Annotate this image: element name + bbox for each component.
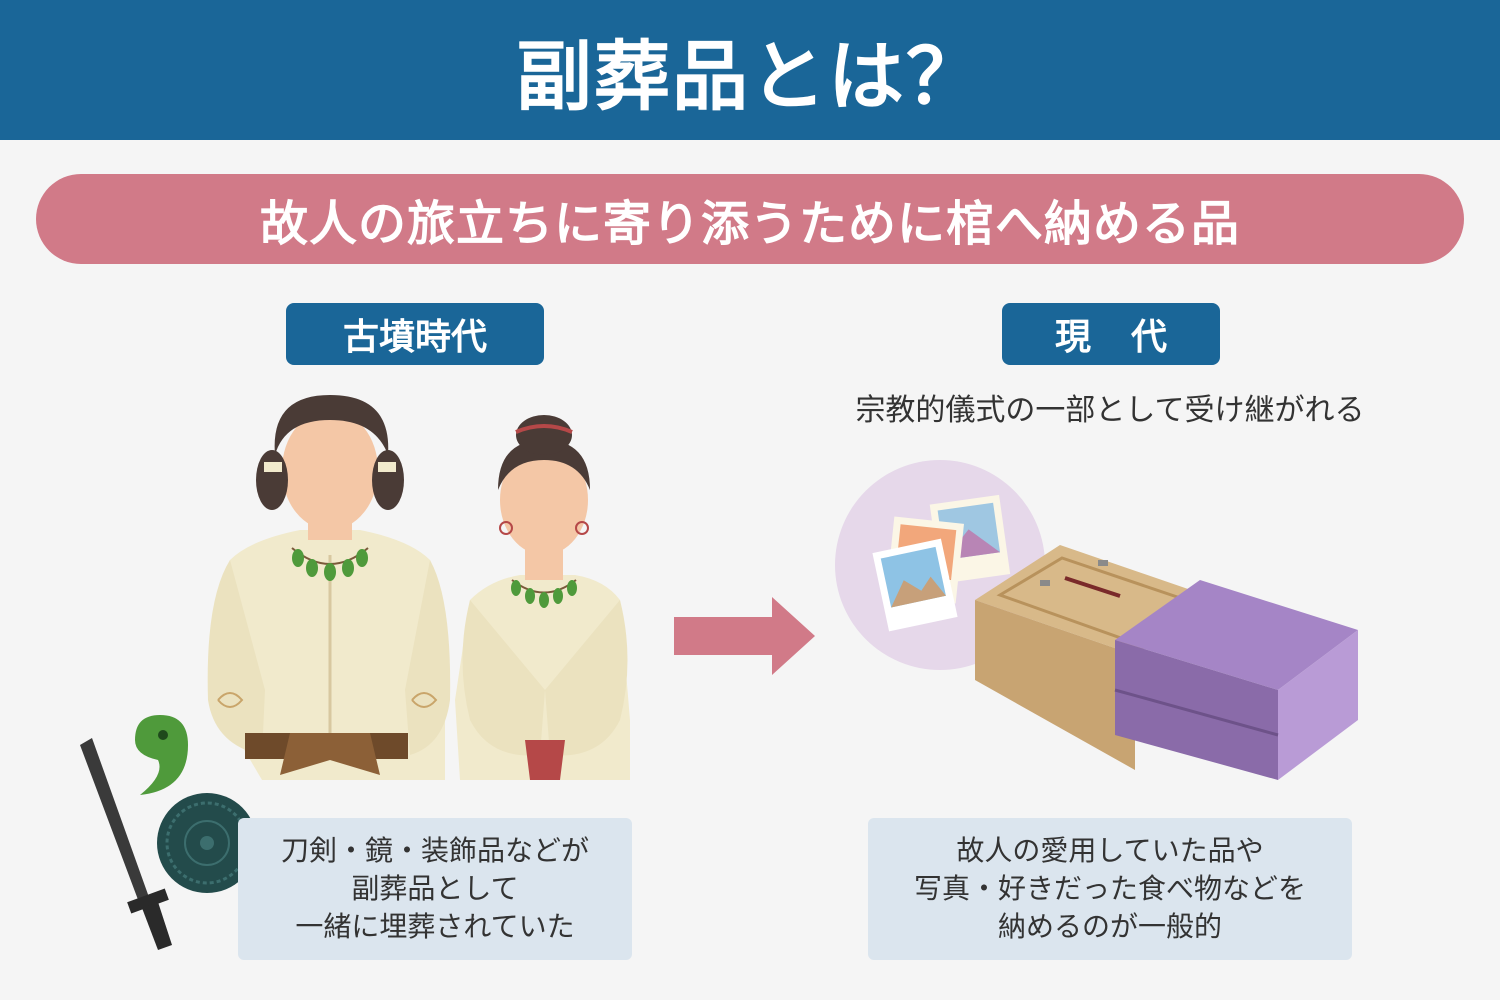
kofun-woman-figure bbox=[455, 415, 630, 780]
kofun-man-figure bbox=[207, 395, 451, 780]
subtitle-text: 故人の旅立ちに寄り添うために棺へ納める品 bbox=[259, 196, 1240, 252]
kofun-caption-line: 一緒に埋葬されていた bbox=[295, 910, 575, 943]
coffin-icon bbox=[975, 545, 1358, 780]
photos-icon bbox=[835, 460, 1045, 670]
magatama-icon bbox=[135, 715, 188, 795]
modern-caption-line: 故人の愛用していた品や bbox=[956, 834, 1264, 867]
kofun-caption-box: 刀剣・鏡・装飾品などが 副葬品として 一緒に埋葬されていた bbox=[238, 818, 632, 960]
modern-caption-box: 故人の愛用していた品や 写真・好きだった食べ物などを 納めるのが一般的 bbox=[868, 818, 1352, 960]
modern-description: 宗教的儀式の一部として受け継がれる bbox=[855, 393, 1365, 428]
transition-arrow-icon bbox=[674, 597, 815, 675]
modern-caption-line: 写真・好きだった食べ物などを bbox=[913, 872, 1306, 905]
sword-icon bbox=[80, 738, 172, 950]
modern-era-tag: 現代 bbox=[1002, 303, 1220, 365]
modern-caption-line: 納めるのが一般的 bbox=[997, 910, 1222, 943]
subtitle-pill: 故人の旅立ちに寄り添うために棺へ納める品 bbox=[36, 174, 1464, 264]
header-banner: 副葬品とは？ bbox=[0, 0, 1500, 140]
kofun-caption-line: 刀剣・鏡・装飾品などが bbox=[280, 834, 589, 867]
page-title: 副葬品とは？ bbox=[516, 32, 984, 121]
kofun-caption-line: 副葬品として bbox=[351, 872, 519, 905]
kofun-era-tag: 古墳時代 bbox=[286, 303, 544, 365]
